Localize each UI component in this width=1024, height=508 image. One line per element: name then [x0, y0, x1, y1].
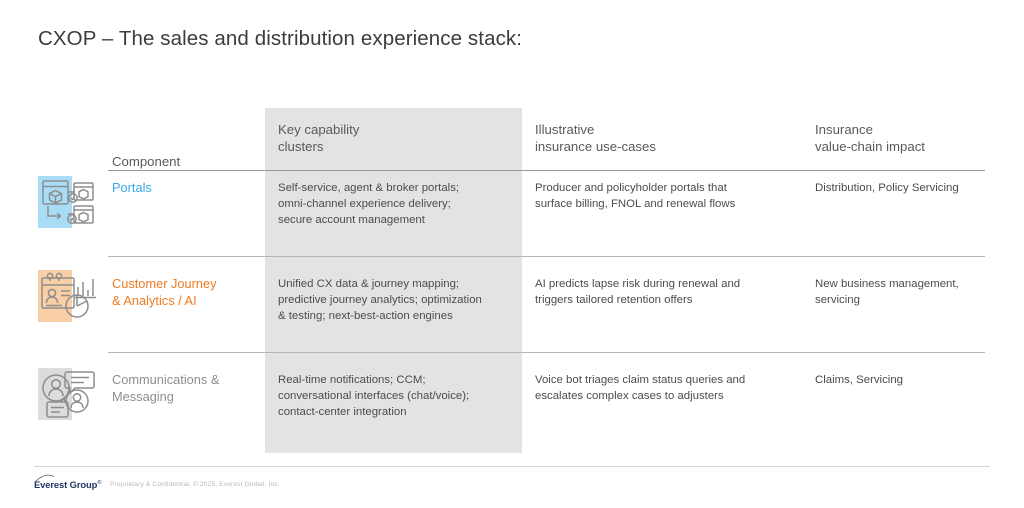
component-label-line1: Communications & [112, 372, 220, 387]
use-case-line: escalates complex cases to adjusters [535, 390, 724, 403]
impact-line: Claims, Servicing [815, 374, 903, 386]
impact-line: servicing [815, 294, 860, 307]
portals-icon-art [42, 180, 94, 224]
use-cases-portals: Producer and policyholder portals that s… [535, 180, 797, 212]
header-impact-line2: value-chain impact [815, 138, 925, 154]
key-capability-line: omni-channel experience delivery; [278, 198, 451, 211]
use-cases-communications: Voice bot triages claim status queries a… [535, 372, 797, 404]
communications-icon-art [42, 371, 95, 418]
page-title: CXOP – The sales and distribution experi… [38, 27, 523, 50]
component-label-line2: & Analytics / AI [112, 292, 197, 308]
component-label-communications: Communications & Messaging [112, 372, 260, 405]
header-use-cases: Illustrative insurance use-cases [535, 122, 797, 155]
analytics-icon-art [41, 272, 96, 318]
component-label-line1: Customer Journey [112, 276, 217, 291]
footer-copyright-note: Proprietary & Confidential. © 2025, Ever… [110, 481, 280, 488]
impact-communications: Claims, Servicing [815, 372, 1005, 388]
key-capability-line: contact-center integration [278, 406, 407, 419]
key-capability-highlight-band [265, 108, 522, 453]
key-capability-customer-journey: Unified CX data & journey mapping; predi… [278, 276, 516, 325]
portals-icon-cell [34, 174, 106, 230]
experience-stack-table: Component Key capability clusters Illust… [0, 122, 1024, 422]
everest-group-logo-swoosh-icon [34, 474, 55, 483]
key-capability-line: Real-time notifications; CCM; [278, 374, 426, 386]
portals-windows-icon [34, 174, 106, 230]
impact-portals: Distribution, Policy Servicing [815, 180, 1005, 196]
key-capability-line: conversational interfaces (chat/voice); [278, 390, 470, 403]
key-capability-portals: Self-service, agent & broker portals; om… [278, 180, 516, 229]
key-capability-line: secure account management [278, 214, 425, 227]
communications-icon-cell [34, 366, 106, 422]
key-capability-line: Self-service, agent & broker portals; [278, 182, 460, 194]
everest-group-logo-text: Everest Group® [34, 479, 101, 490]
use-case-line: Producer and policyholder portals that [535, 182, 727, 194]
component-label-portals: Portals [112, 180, 152, 195]
header-use-cases-line1: Illustrative [535, 122, 595, 137]
header-divider [108, 170, 985, 171]
use-case-line: Voice bot triages claim status queries a… [535, 374, 746, 386]
header-key-capability-line2: clusters [278, 138, 324, 154]
impact-line: New business management, [815, 278, 959, 290]
header-component: Component [112, 153, 181, 169]
header-key-capability-line1: Key capability [278, 122, 360, 137]
logo-wordmark: Everest Group [34, 479, 98, 490]
impact-line: Distribution, Policy Servicing [815, 182, 959, 194]
header-key-capability: Key capability clusters [278, 122, 516, 155]
key-capability-line: & testing; next-best-action engines [278, 310, 453, 323]
impact-customer-journey: New business management, servicing [815, 276, 1005, 308]
row-divider [108, 256, 985, 257]
key-capability-line: Unified CX data & journey mapping; [278, 278, 460, 290]
key-capability-line: predictive journey analytics; optimizati… [278, 294, 482, 307]
communications-chat-icon [34, 366, 106, 422]
use-case-line: surface billing, FNOL and renewal flows [535, 198, 736, 211]
use-case-line: AI predicts lapse risk during renewal an… [535, 278, 741, 290]
component-label-customer-journey: Customer Journey & Analytics / AI [112, 276, 260, 309]
footer-divider [34, 466, 990, 467]
analytics-icon-cell [34, 268, 106, 324]
table-header-row: Component Key capability clusters Illust… [0, 122, 1024, 170]
component-label-line2: Messaging [112, 388, 174, 404]
header-impact: Insurance value-chain impact [815, 122, 1005, 155]
row-divider [108, 352, 985, 353]
header-impact-line1: Insurance [815, 122, 873, 137]
header-use-cases-line2: insurance use-cases [535, 138, 656, 154]
key-capability-communications: Real-time notifications; CCM; conversati… [278, 372, 516, 421]
use-cases-customer-journey: AI predicts lapse risk during renewal an… [535, 276, 797, 308]
use-case-line: triggers tailored retention offers [535, 294, 693, 307]
customer-analytics-chart-icon [34, 268, 106, 324]
registered-mark: ® [97, 479, 102, 486]
